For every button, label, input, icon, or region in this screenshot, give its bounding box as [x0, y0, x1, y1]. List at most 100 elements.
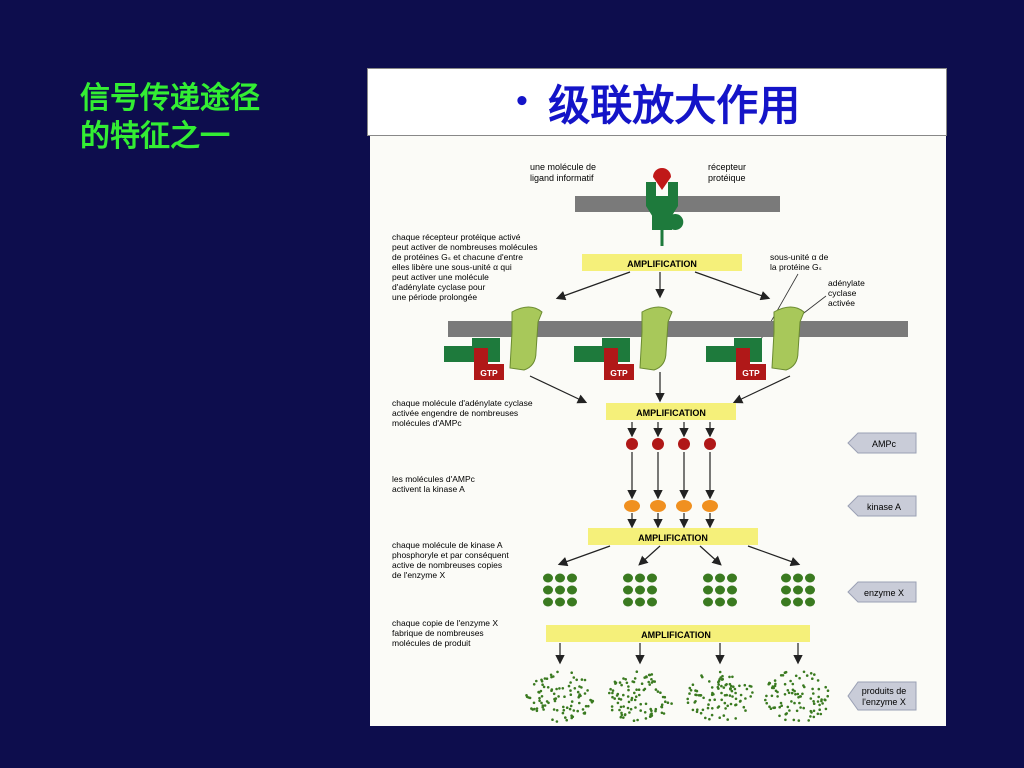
product-molecule — [564, 716, 567, 719]
product-molecule — [636, 718, 639, 722]
product-molecule — [562, 705, 565, 709]
product-molecule — [635, 688, 638, 691]
product-molecule — [565, 706, 569, 709]
product-molecule — [535, 679, 538, 683]
product-molecule — [816, 712, 820, 716]
product-molecule — [798, 676, 801, 680]
product-molecule — [743, 683, 747, 687]
product-molecule — [738, 684, 741, 688]
enzyme-x-molecule — [635, 585, 645, 595]
cyclase-label-line-3: activée — [828, 298, 855, 308]
product-molecule — [555, 709, 559, 712]
enzyme-x-molecule — [623, 573, 633, 583]
receptor-label-line-1: récepteur — [708, 162, 746, 172]
product-molecule — [626, 706, 630, 710]
kinase-a-molecule — [624, 500, 640, 512]
product-molecule — [622, 705, 625, 708]
note2-line-2: activée engendre de nombreuses — [392, 408, 518, 418]
note-receptor-activation: chaque récepteur protéique activé peut a… — [392, 232, 538, 302]
product-molecule — [772, 706, 775, 710]
product-molecule — [718, 716, 721, 719]
product-molecule — [720, 684, 723, 688]
arrow-cyclase-1 — [529, 375, 588, 404]
product-molecule — [816, 700, 820, 703]
product-molecule — [610, 705, 614, 708]
product-molecule — [779, 674, 783, 677]
product-molecule — [638, 693, 641, 697]
product-molecule — [570, 714, 573, 717]
product-molecule — [812, 692, 815, 695]
product-molecule — [583, 711, 587, 714]
cascade-figure: une molécule de ligand informatif récept… — [370, 136, 946, 726]
product-molecule — [538, 699, 541, 703]
product-molecule — [738, 700, 742, 703]
gs-label-line-1: sous-unité α de — [770, 252, 829, 262]
product-molecule — [642, 688, 646, 692]
product-molecule — [821, 702, 824, 705]
product-molecule — [781, 674, 785, 677]
product-molecule — [722, 714, 726, 717]
enzyme-x-molecule — [567, 597, 577, 607]
tag-ampc: AMPc — [847, 432, 917, 454]
product-molecule — [751, 691, 754, 694]
side-title-line-2: 的特征之一 — [80, 119, 230, 154]
amplification-band-4 — [546, 625, 810, 642]
product-molecule — [648, 683, 651, 686]
product-molecule — [784, 712, 788, 716]
product-molecule — [570, 671, 573, 674]
product-molecule — [721, 677, 724, 681]
product-molecule — [791, 682, 795, 686]
product-molecule — [644, 717, 648, 720]
product-molecule — [693, 701, 696, 704]
product-molecule — [540, 695, 544, 698]
product-molecule — [776, 690, 779, 694]
product-molecule — [805, 674, 809, 677]
product-molecule — [618, 681, 622, 684]
product-molecule — [793, 701, 796, 705]
enzyme-x-molecule — [567, 585, 577, 595]
product-molecule — [666, 701, 670, 704]
product-molecule — [634, 706, 637, 709]
product-molecule — [557, 695, 560, 698]
product-molecule — [729, 684, 733, 688]
note3-line-2: activent la kinase A — [392, 484, 465, 494]
enzyme-x-molecule — [793, 597, 803, 607]
product-molecule — [710, 686, 714, 689]
enzyme-x-molecule — [543, 585, 553, 595]
amplification-band-1 — [582, 254, 742, 271]
product-molecule — [686, 701, 690, 704]
product-molecule — [622, 693, 625, 697]
product-molecule — [768, 681, 771, 685]
enzyme-x-molecule — [647, 585, 657, 595]
product-molecule — [581, 708, 585, 711]
product-molecule — [545, 700, 549, 703]
note2-line-3: molécules d'AMPc — [392, 418, 462, 428]
product-molecule — [809, 672, 813, 675]
product-molecule — [653, 680, 656, 683]
cascade-diagram: une molécule de ligand informatif récept… — [392, 162, 917, 723]
note5-line-3: molécules de produit — [392, 638, 471, 648]
enzyme-x-molecule — [555, 585, 565, 595]
product-molecule — [622, 716, 625, 719]
product-molecule — [611, 695, 614, 699]
product-molecule — [569, 704, 573, 708]
product-molecule — [541, 704, 545, 707]
product-molecule — [550, 688, 554, 691]
note4-line-1: chaque molécule de kinase A — [392, 540, 503, 550]
product-molecule — [689, 689, 693, 692]
product-molecule — [575, 678, 578, 682]
product-molecule — [695, 710, 699, 714]
product-molecule — [783, 671, 787, 674]
note1-line-7: une période prolongée — [392, 292, 477, 302]
product-molecule — [780, 704, 783, 707]
product-molecule — [567, 684, 571, 688]
arrow-amp1-right — [694, 271, 771, 301]
product-molecule — [708, 717, 711, 721]
product-molecule — [817, 687, 821, 691]
product-molecule — [625, 681, 629, 685]
product-molecule — [586, 689, 589, 692]
product-molecule — [790, 700, 793, 703]
enzyme-x-molecule — [793, 585, 803, 595]
enzyme-x-molecule — [623, 597, 633, 607]
product-molecule — [774, 682, 777, 686]
